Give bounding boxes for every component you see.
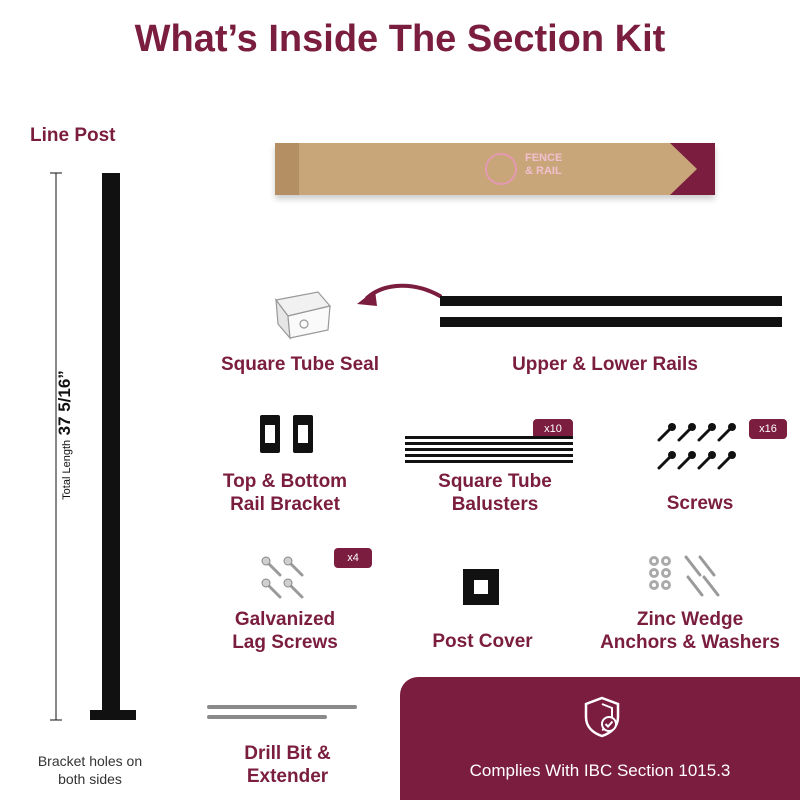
screws-label: Screws xyxy=(666,493,734,514)
post-cover-image xyxy=(463,569,499,605)
line-post-note-line2: both sides xyxy=(58,771,122,787)
balusters-label: Square Tube Balusters xyxy=(400,470,590,516)
dimension-caption: Total Length xyxy=(61,439,73,500)
dimension-value: 37 5/16” xyxy=(55,370,74,436)
drill-bit-image xyxy=(207,705,357,719)
drill-bit-label-line2: Extender xyxy=(246,766,329,787)
square-tube-seal-label: Square Tube Seal xyxy=(220,354,380,375)
drill-bit-label: Drill Bit & Extender xyxy=(210,742,365,788)
dimension-label: Total Length 37 5/16” xyxy=(55,355,85,515)
screws-image xyxy=(657,423,736,470)
balusters-count-badge: x10 xyxy=(533,419,573,439)
shipping-box-image: FENCE & RAIL xyxy=(275,143,715,195)
line-post-note-line1: Bracket holes on xyxy=(37,753,143,769)
lag-screws-label-line2: Lag Screws xyxy=(232,632,338,653)
square-tube-seal-image xyxy=(274,291,332,340)
lag-screws-label: Galvanized Lag Screws xyxy=(195,608,375,654)
shield-check-icon xyxy=(584,696,620,738)
drill-bit-label-line1: Drill Bit & xyxy=(244,743,331,764)
balusters-label-line1: Square Tube xyxy=(438,471,552,492)
rail-bracket-label: Top & Bottom Rail Bracket xyxy=(195,470,375,516)
brand-line2: & RAIL xyxy=(525,165,562,177)
rail-bracket-label-line2: Rail Bracket xyxy=(230,494,340,515)
brand-line1: FENCE xyxy=(525,152,563,164)
balusters-image xyxy=(405,436,573,463)
rails-image xyxy=(440,296,782,327)
lag-screws-image xyxy=(261,556,304,599)
post-cover-label: Post Cover xyxy=(432,631,533,652)
brand-name: FENCE & RAIL xyxy=(525,152,562,178)
balusters-label-line2: Balusters xyxy=(451,494,539,515)
lag-screws-label-line1: Galvanized xyxy=(234,609,336,630)
compliance-panel: Complies With IBC Section 1015.3 xyxy=(400,677,800,800)
rails-label: Upper & Lower Rails xyxy=(512,354,698,375)
page-title: What’s Inside The Section Kit xyxy=(134,18,666,60)
brand-logo-icon xyxy=(485,153,517,185)
line-post-label: Line Post xyxy=(30,125,116,146)
rail-bracket-image xyxy=(260,415,313,453)
rail-bracket-label-line1: Top & Bottom xyxy=(222,471,348,492)
anchors-washers-label-line1: Zinc Wedge xyxy=(636,609,744,630)
screws-count-badge: x16 xyxy=(749,419,787,439)
line-post-note: Bracket holes on both sides xyxy=(15,752,165,788)
lag-screws-count-badge: x4 xyxy=(334,548,372,568)
line-post-image xyxy=(50,172,136,721)
arrow-icon xyxy=(357,283,442,306)
compliance-text: Complies With IBC Section 1015.3 xyxy=(469,761,731,780)
anchors-washers-image xyxy=(649,555,720,597)
anchors-washers-label-line2: Anchors & Washers xyxy=(600,632,780,653)
anchors-washers-label: Zinc Wedge Anchors & Washers xyxy=(590,608,790,654)
